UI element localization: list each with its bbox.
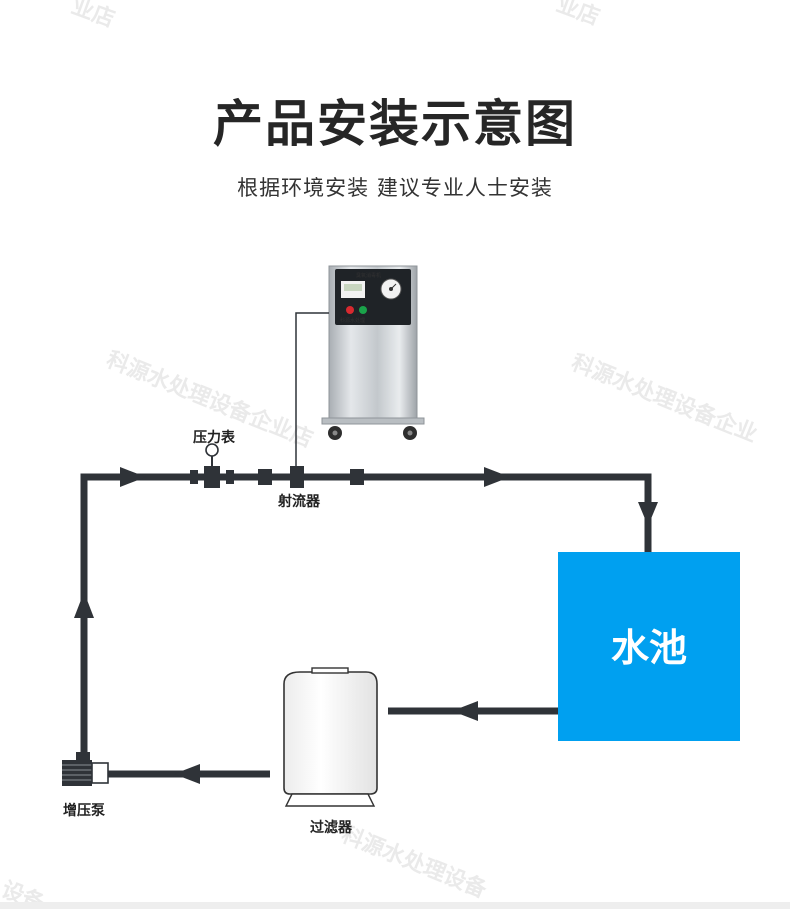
watermark-top-right: 业店 xyxy=(553,0,603,31)
ozone-tube xyxy=(295,312,329,466)
jet-ejector xyxy=(258,466,364,488)
panel-brand: 科源水处理 xyxy=(340,317,365,324)
arrow-left-1 xyxy=(452,701,478,721)
watermark-bottom: 科源水处理设备 xyxy=(338,821,491,903)
arrow-left-2 xyxy=(174,764,200,784)
arrow-right-1 xyxy=(120,467,146,487)
ozone-generator: 臭氧消毒机 科源水处理 xyxy=(321,265,425,440)
panel-title: 臭氧消毒机 xyxy=(356,272,381,279)
power-button-red xyxy=(346,306,354,314)
page-subtitle: 根据环境安装 建议专业人士安装 xyxy=(237,176,553,200)
filter-tank xyxy=(283,667,378,807)
power-button-green xyxy=(359,306,367,314)
water-pool xyxy=(558,552,740,741)
pressure-gauge xyxy=(190,443,234,488)
label-pump: 增压泵 xyxy=(63,802,105,819)
label-filter: 过滤器 xyxy=(310,819,353,836)
watermark-top-left: 业店 xyxy=(68,0,118,33)
pool-label: 水池 xyxy=(611,626,687,670)
arrow-up xyxy=(74,592,94,618)
bottom-strip xyxy=(0,902,790,909)
page-title: 产品安装示意图 xyxy=(213,95,577,153)
arrow-right-2 xyxy=(484,467,510,487)
watermark-mid-right: 科源水处理设备企业 xyxy=(568,349,761,447)
booster-pump xyxy=(62,752,109,786)
label-pressure-gauge: 压力表 xyxy=(193,429,236,446)
label-jet: 射流器 xyxy=(277,493,321,510)
arrow-down xyxy=(638,502,658,526)
flow-arrows xyxy=(74,467,658,784)
